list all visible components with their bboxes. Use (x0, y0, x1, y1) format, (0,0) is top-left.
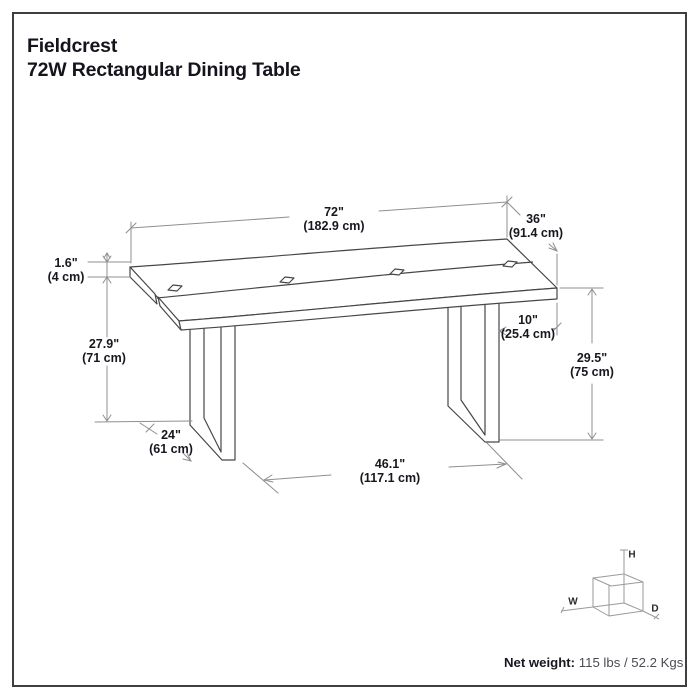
dimension-label-thickness: 1.6" (4 cm) (48, 256, 85, 284)
dimension-label-height: 29.5" (75 cm) (570, 351, 614, 379)
table-legs (189, 295, 500, 461)
dimension-label-leg-span: 46.1" (117.1 cm) (360, 457, 420, 485)
dimension-depth-inches: 36" (526, 212, 546, 226)
dimension-height-cm: (75 cm) (570, 365, 614, 379)
dimension-label-depth: 36" (91.4 cm) (509, 212, 563, 240)
net-weight-label: Net weight: (504, 655, 576, 670)
dimension-label-clearance: 27.9" (71 cm) (82, 337, 126, 365)
net-weight: Net weight: 115 lbs / 52.2 Kgs (504, 655, 683, 670)
dimension-clearance-inches: 27.9" (88, 337, 120, 351)
net-weight-value: 115 lbs / 52.2 Kgs (578, 655, 684, 670)
axis-label-width: W (568, 596, 578, 608)
dimension-leg-span-cm: (117.1 cm) (359, 471, 421, 485)
axis-label-height: H (628, 549, 636, 561)
cube-3d-axes-icon (560, 549, 660, 620)
product-brand: Fieldcrest (27, 35, 118, 57)
dimension-lines (87, 195, 604, 494)
dimension-overhang-inches: 10" (518, 313, 538, 327)
dimension-width-inches: 72" (324, 205, 344, 219)
dimension-leg-depth-inches: 24" (161, 428, 181, 442)
product-title: Fieldcrest 72W Rectangular Dining Table (27, 34, 301, 82)
dimension-leg-depth-cm: (61 cm) (149, 442, 193, 456)
table-top (129, 238, 558, 331)
dimension-label-overhang: 10" (25.4 cm) (501, 313, 555, 341)
dimension-depth-cm: (91.4 cm) (508, 226, 564, 240)
dimension-height-inches: 29.5" (576, 351, 608, 365)
dimension-label-leg-depth: 24" (61 cm) (149, 428, 193, 456)
axis-label-depth: D (651, 603, 659, 615)
product-name: 72W Rectangular Dining Table (27, 59, 301, 81)
dimension-overhang-cm: (25.4 cm) (500, 327, 556, 341)
dimension-thickness-inches: 1.6" (54, 256, 78, 270)
dimension-width-cm: (182.9 cm) (303, 219, 365, 233)
dimension-thickness-cm: (4 cm) (47, 270, 85, 284)
dimension-label-width: 72" (182.9 cm) (303, 205, 364, 233)
dimension-clearance-cm: (71 cm) (82, 351, 126, 365)
dimension-leg-span-inches: 46.1" (374, 457, 406, 471)
